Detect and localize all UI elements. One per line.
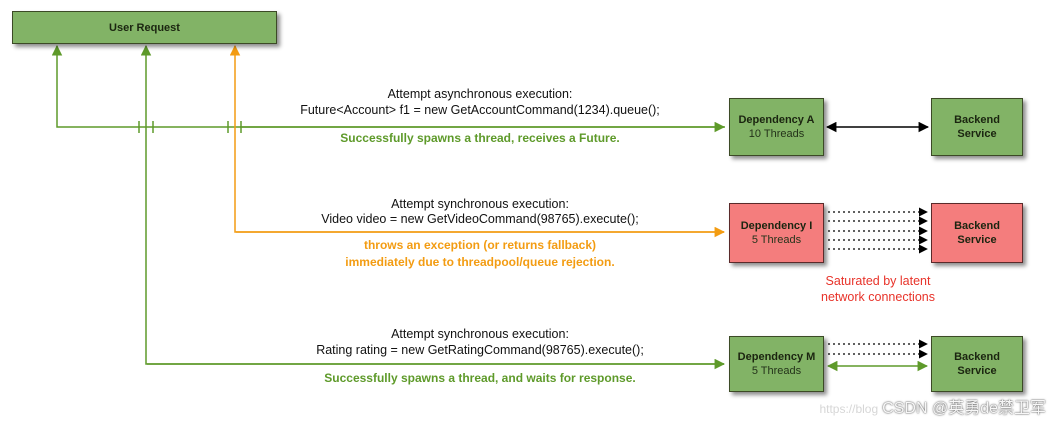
flow-i-attempt-line2: Video video = new GetVideoCommand(98765)… — [321, 212, 639, 226]
dependency-m-threads: 5 Threads — [751, 365, 802, 377]
backend-a-line2: Service — [957, 128, 997, 140]
dependency-a-threads: 10 Threads — [748, 128, 805, 140]
flow-i-connector — [229, 44, 726, 238]
flow-i-result-line1: throws an exception (or returns fallback… — [363, 238, 597, 252]
backend-service-a-box: Backend Service — [931, 98, 1023, 156]
dependency-i-box: Dependency I 5 Threads — [729, 203, 824, 263]
flow-a-result: Successfully spawns a thread, receives a… — [340, 131, 620, 145]
dep-i-backend-links — [828, 207, 928, 254]
saturation-note-line2: network connections — [821, 290, 935, 304]
flow-i-result-line2: immediately due to threadpool/queue reje… — [345, 255, 615, 269]
user-request-box: User Request — [12, 11, 277, 44]
flow-m-result: Successfully spawns a thread, and waits … — [324, 371, 636, 385]
dependency-i-threads: 5 Threads — [751, 234, 802, 246]
flow-a-attempt-line2: Future<Account> f1 = new GetAccountComma… — [300, 103, 660, 117]
backend-service-m-box: Backend Service — [931, 336, 1023, 392]
user-request-label: User Request — [109, 21, 180, 34]
backend-service-i-box: Backend Service — [931, 203, 1023, 263]
backend-m-line2: Service — [957, 365, 997, 377]
dependency-m-box: Dependency M 5 Threads — [729, 336, 824, 392]
flow-a-connector — [51, 44, 726, 133]
backend-i-line1: Backend — [954, 220, 1000, 232]
flow-m-attempt-line1: Attempt synchronous execution: — [391, 327, 569, 341]
dependency-i-name: Dependency I — [740, 220, 813, 232]
backend-m-line1: Backend — [954, 351, 1000, 363]
watermark-text: CSDN @英勇de禁卫军 — [882, 400, 1046, 417]
flow-a-attempt-line1: Attempt asynchronous execution: — [387, 87, 573, 101]
dep-m-backend-links — [826, 339, 929, 372]
flow-m-attempt-line2: Rating rating = new GetRatingCommand(987… — [316, 343, 644, 357]
watermark-url: https://blog — [819, 402, 879, 416]
dependency-m-name: Dependency M — [737, 351, 816, 363]
dependency-a-name: Dependency A — [738, 114, 815, 126]
backend-i-line2: Service — [957, 234, 997, 246]
dependency-a-box: Dependency A 10 Threads — [729, 98, 824, 156]
backend-a-line1: Backend — [954, 114, 1000, 126]
flow-i-attempt-line1: Attempt synchronous execution: — [391, 197, 569, 211]
flow-m-connector — [140, 44, 726, 370]
saturation-note-line1: Saturated by latent — [825, 274, 931, 288]
